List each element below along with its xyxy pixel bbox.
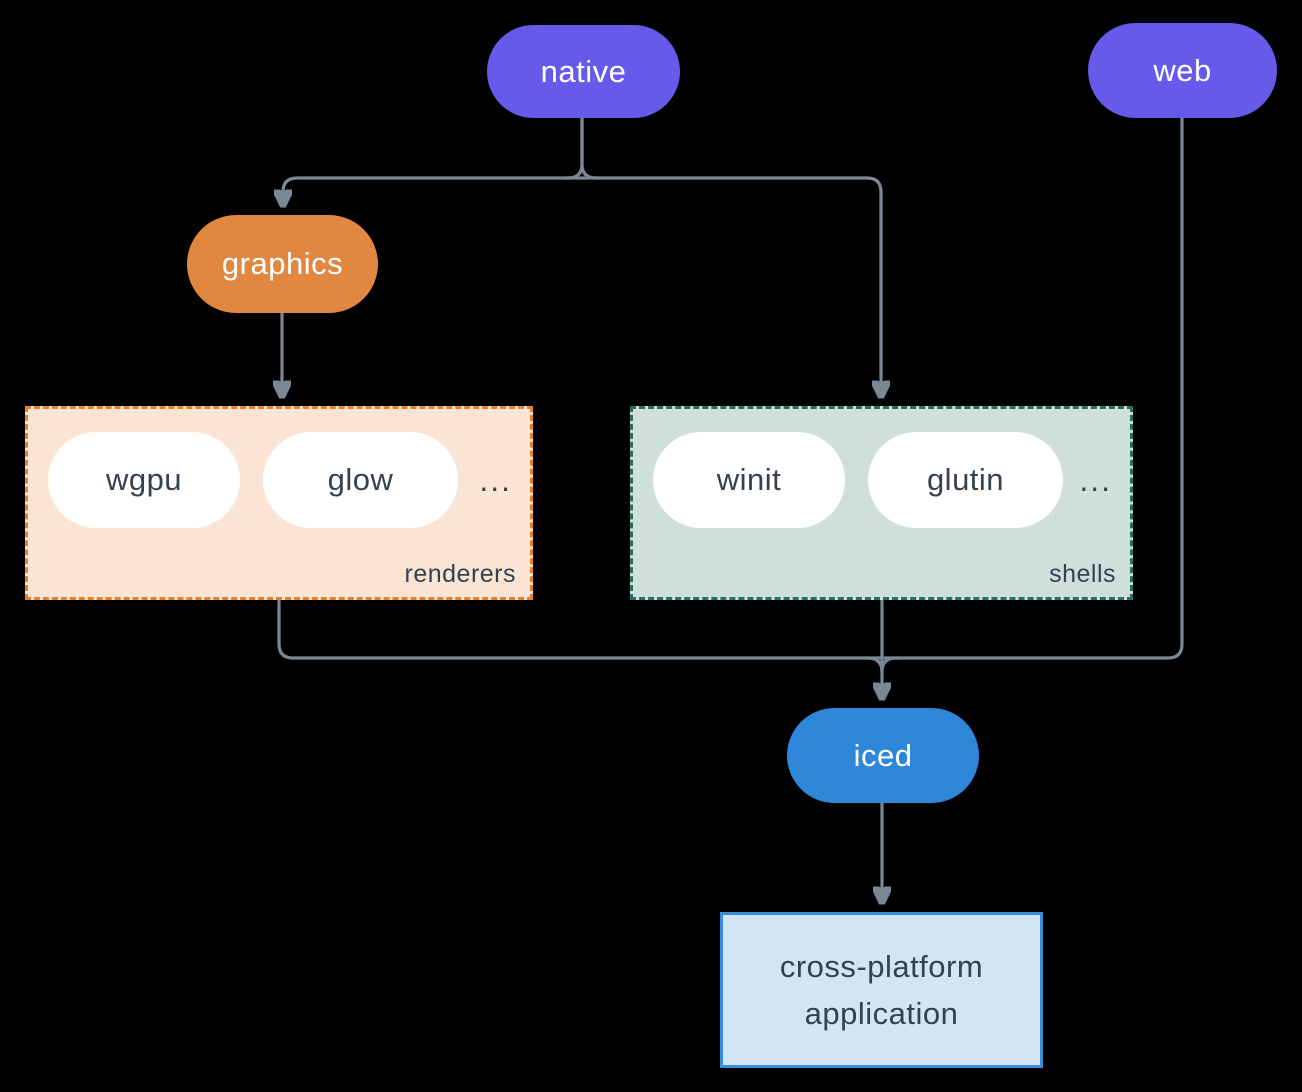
edge-native-shells [580, 116, 881, 395]
node-web-label: web [1153, 52, 1212, 88]
node-winit-label: winit [716, 462, 782, 497]
node-graphics: graphics [187, 215, 378, 313]
node-application-label: cross-platform application [779, 949, 984, 1031]
node-wgpu: wgpu [48, 432, 240, 528]
renderers-ellipsis: ... [479, 461, 512, 498]
node-iced: iced [787, 708, 979, 803]
node-graphics-label: graphics [221, 246, 344, 281]
group-renderers: wgpu glow ... renderers [25, 406, 533, 600]
group-shells: winit glutin ... shells [630, 406, 1133, 600]
node-web: web [1088, 23, 1277, 118]
node-native: native [487, 25, 680, 118]
node-winit: winit [653, 432, 845, 528]
node-glow-label: glow [327, 462, 394, 497]
edge-renderers-iced [277, 599, 884, 674]
node-cross-platform-application: cross-platform application [720, 912, 1043, 1068]
shells-group-label: shells [1049, 560, 1116, 588]
edge-web-iced [880, 116, 1184, 674]
node-glow: glow [263, 432, 458, 528]
node-glutin: glutin [868, 432, 1063, 528]
node-native-label: native [540, 53, 627, 89]
node-glutin-label: glutin [926, 462, 1005, 497]
edge-native-graphics [283, 116, 584, 204]
node-wgpu-label: wgpu [105, 462, 183, 497]
renderers-group-label: renderers [404, 560, 516, 588]
node-iced-label: iced [853, 737, 913, 773]
shells-ellipsis: ... [1079, 461, 1112, 498]
